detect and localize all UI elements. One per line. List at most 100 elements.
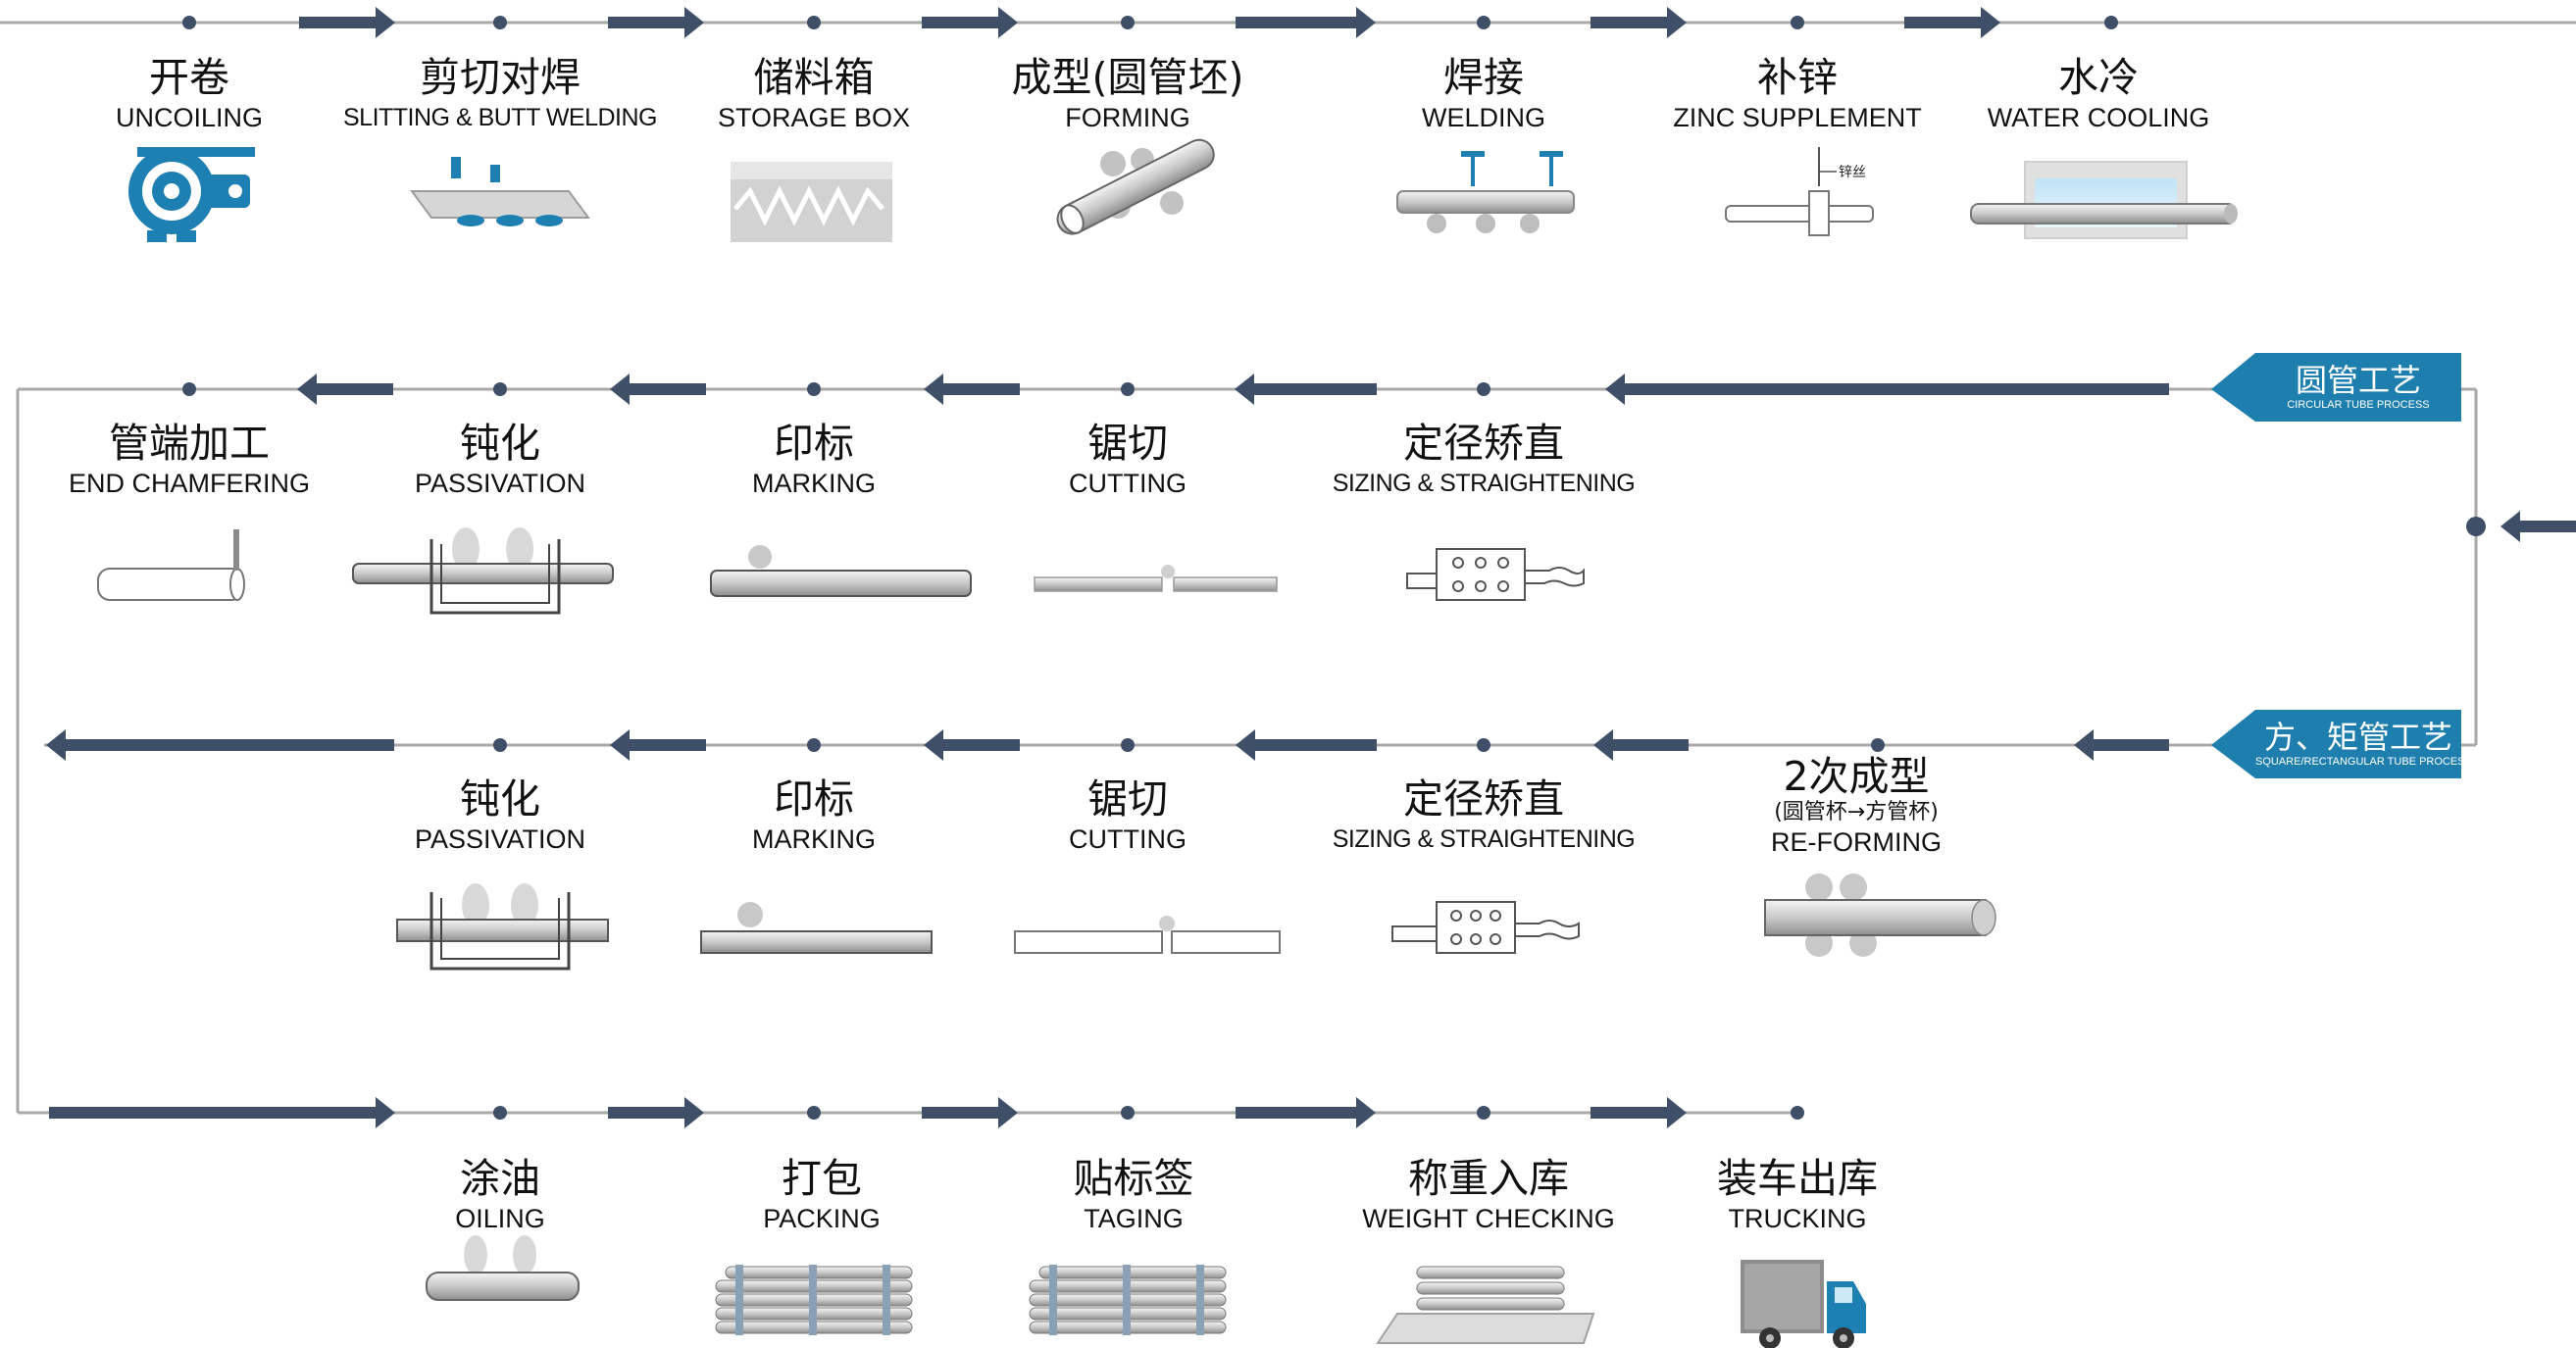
step-passivation: 钝化 PASSIVATION (314, 420, 686, 500)
step-title: 管端加工 (109, 420, 270, 467)
step-title: 打包 (782, 1155, 862, 1202)
step-weight-checking: 称重入库 WEIGHT CHECKING (1302, 1155, 1675, 1235)
step-title: 补锌 (1757, 54, 1838, 101)
square-tube-process-tag (2211, 710, 2461, 778)
step-title: 定径矫直 (1403, 420, 1564, 467)
step-uncoiling: 开卷 UNCOILING (3, 54, 376, 134)
marking-icon (710, 545, 972, 597)
step-title: 锯切 (1087, 420, 1168, 467)
step-subtitle: STORAGE BOX (717, 103, 911, 132)
sizing-rolls-icon (1406, 548, 1585, 601)
step-subtitle: WELDING (1421, 103, 1545, 132)
flow-arrows (46, 7, 2576, 1128)
step-title: 开卷 (149, 54, 229, 101)
passivation-tank-icon (352, 527, 614, 615)
step-title: 装车出库 (1717, 1155, 1878, 1202)
step-marking: 印标 MARKING (628, 420, 1000, 500)
passivation-tank-icon (396, 883, 609, 971)
step-subtitle: END CHAMFERING (68, 469, 310, 498)
forming-rolls-icon (1056, 138, 1215, 235)
step-forming: 成型(圆管坯) FORMING (941, 54, 1314, 134)
step-subtitle: PASSIVATION (414, 469, 586, 498)
step-subtitle: MARKING (751, 469, 876, 498)
step-storage-box: 储料箱 STORAGE BOX (628, 54, 1000, 134)
step-note: (圆管杯→方管杯) (1774, 800, 1939, 824)
step-subtitle: PACKING (763, 1204, 881, 1233)
step-title: 钝化 (460, 420, 540, 467)
step-trucking: 装车出库 TRUCKING (1611, 1155, 1984, 1235)
step-welding: 焊接 WELDING (1297, 54, 1670, 134)
tagged-bundle-icon (1029, 1265, 1227, 1335)
zinc-wire-note: 锌丝 (1839, 165, 1866, 180)
step-passivation: 钝化 PASSIVATION (314, 775, 686, 856)
reforming-rolls-icon (1764, 874, 1996, 957)
flow-nodes (182, 16, 2486, 1120)
step-subtitle: WEIGHT CHECKING (1362, 1204, 1615, 1233)
step-subtitle: ZINC SUPPLEMENT (1673, 103, 1922, 132)
step-title: 贴标签 (1073, 1155, 1194, 1202)
step-sizing-straightening: 定径矫直 SIZING & STRAIGHTENING (1297, 775, 1670, 856)
step-re-forming: 2次成型 (圆管杯→方管杯) RE-FORMING (1670, 753, 2043, 859)
oiling-icon (426, 1235, 580, 1301)
step-subtitle: CUTTING (1069, 824, 1187, 854)
step-subtitle: TAGING (1084, 1204, 1184, 1233)
step-title: 锯切 (1087, 775, 1168, 823)
step-subtitle: SIZING & STRAIGHTENING (1332, 470, 1636, 497)
step-title: 印标 (774, 775, 854, 823)
step-subtitle: MARKING (751, 824, 876, 854)
step-end-chamfering: 管端加工 END CHAMFERING (3, 420, 376, 500)
water-tank-icon (1970, 161, 2238, 239)
step-subtitle: CUTTING (1069, 469, 1187, 498)
saw-cut-icon (1034, 565, 1278, 592)
circular-tube-process-label: 圆管工艺 CIRCULAR TUBE PROCESS (2255, 363, 2461, 412)
step-title: 2次成型 (1783, 753, 1930, 800)
truck-icon (1741, 1260, 1866, 1348)
step-marking: 印标 MARKING (628, 775, 1000, 856)
welding-icon (1396, 151, 1575, 233)
chamfer-icon (97, 529, 245, 601)
step-title: 钝化 (460, 775, 540, 823)
square-tube-process-subtitle: SQUARE/RECTANGULAR TUBE PROCESS (2255, 756, 2472, 768)
square-tube-process-label: 方、矩管工艺 SQUARE/RECTANGULAR TUBE PROCESS (2255, 719, 2472, 769)
circular-tube-process-subtitle: CIRCULAR TUBE PROCESS (2287, 399, 2430, 411)
step-subtitle: UNCOILING (115, 103, 264, 132)
step-title: 印标 (774, 420, 854, 467)
step-subtitle: FORMING (1065, 103, 1190, 132)
step-slitting-butt-welding: 剪切对焊 SLITTING & BUTT WELDING (314, 54, 686, 134)
sizing-rolls-icon (1391, 901, 1580, 954)
bundle-icon (715, 1265, 913, 1335)
circular-tube-process-title: 圆管工艺 (2295, 362, 2421, 399)
step-title: 涂油 (460, 1155, 540, 1202)
step-title: 成型(圆管坯) (1011, 54, 1244, 101)
step-cutting: 锯切 CUTTING (941, 775, 1314, 856)
step-title: 储料箱 (753, 54, 875, 101)
step-title: 水冷 (2058, 54, 2139, 101)
zinc-wire-icon: 锌丝 (1725, 147, 1874, 236)
step-subtitle: SIZING & STRAIGHTENING (1332, 825, 1636, 853)
step-subtitle: SLITTING & BUTT WELDING (342, 104, 658, 131)
step-title: 剪切对焊 (420, 54, 581, 101)
step-oiling: 涂油 OILING (314, 1155, 686, 1235)
step-subtitle: RE-FORMING (1771, 827, 1942, 857)
step-taging: 贴标签 TAGING (947, 1155, 1320, 1235)
step-subtitle: TRUCKING (1728, 1204, 1867, 1233)
scale-icon (1376, 1266, 1595, 1344)
step-title: 称重入库 (1408, 1155, 1569, 1202)
step-packing: 打包 PACKING (635, 1155, 1008, 1235)
uncoiler-icon (128, 147, 255, 242)
circular-tube-process-tag (2211, 353, 2461, 422)
butt-welder-icon (410, 157, 590, 226)
step-cutting: 锯切 CUTTING (941, 420, 1314, 500)
step-water-cooling: 水冷 WATER COOLING (1912, 54, 2285, 134)
step-zinc-supplement: 补锌 ZINC SUPPLEMENT (1611, 54, 1984, 134)
storage-box-icon (731, 162, 892, 242)
marking-icon (700, 902, 933, 954)
step-sizing-straightening: 定径矫直 SIZING & STRAIGHTENING (1297, 420, 1670, 500)
step-title: 焊接 (1443, 54, 1524, 101)
saw-cut-icon (1014, 916, 1281, 954)
step-title: 定径矫直 (1403, 775, 1564, 823)
step-subtitle: OILING (455, 1204, 545, 1233)
square-tube-process-title: 方、矩管工艺 (2263, 719, 2452, 756)
step-subtitle: WATER COOLING (1987, 103, 2210, 132)
